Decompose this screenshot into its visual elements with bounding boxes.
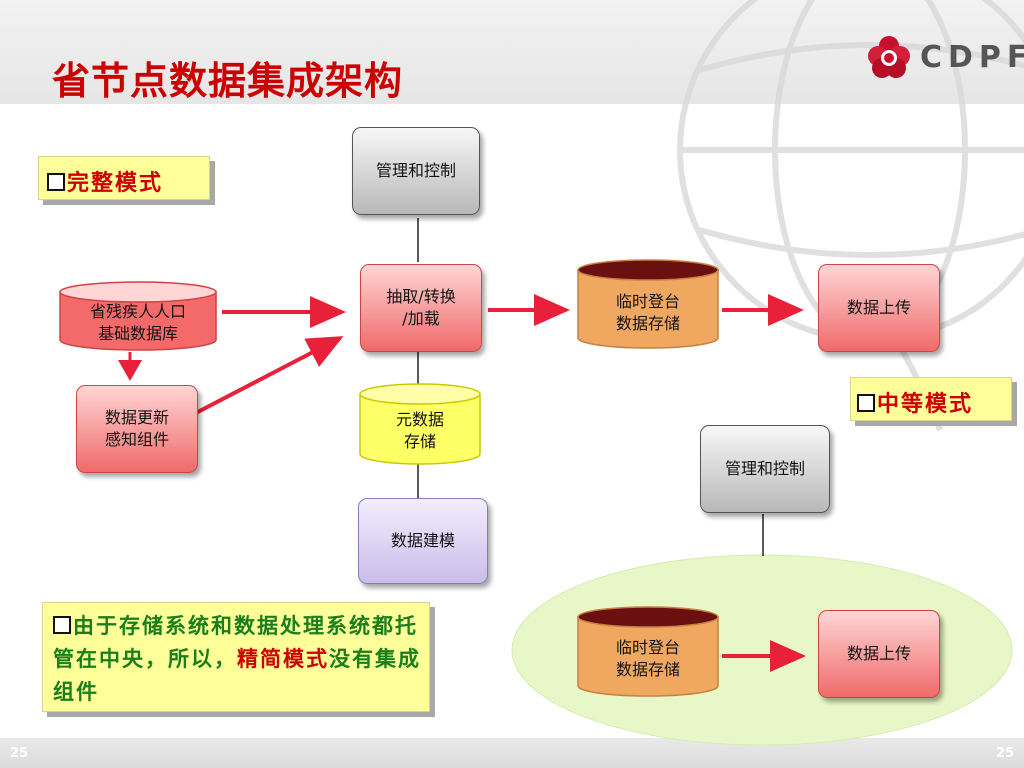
header-band [0, 0, 1024, 104]
mid-mode-label: 中等模式 [850, 377, 1012, 421]
page-number-left: 25 [10, 746, 29, 761]
lite-note-highlight: 精简模式 [237, 646, 329, 671]
modeling-box: 数据建模 [358, 498, 488, 584]
lite-note-part1: 由于存储系统和数据处理系统都托管在中央，所以， [53, 613, 418, 671]
upload-label-top: 数据上传 [846, 298, 911, 317]
mgmt-control-box-mid: 管理和控制 [700, 425, 830, 513]
etl-label: 抽取/转换 /加载 [386, 287, 456, 328]
mgmt-control-label-mid: 管理和控制 [724, 459, 805, 478]
upload-box-top: 数据上传 [818, 264, 940, 352]
checkbox-square-icon [857, 394, 875, 412]
checkbox-square-icon [53, 616, 71, 634]
source-db-label: 省残疾人人口 基础数据库 [89, 302, 186, 343]
full-mode-label: 完整模式 [38, 156, 210, 200]
cdpf-flower-icon [868, 36, 910, 78]
mgmt-control-box-top: 管理和控制 [352, 127, 480, 215]
upload-label-mid: 数据上传 [846, 644, 911, 663]
mgmt-control-label-top: 管理和控制 [375, 161, 456, 180]
staging-mid-label: 临时登台 数据存储 [615, 638, 680, 679]
upload-box-mid: 数据上传 [818, 610, 940, 698]
staging-top-cylinder [577, 259, 719, 349]
staging-top-label: 临时登台 数据存储 [615, 292, 680, 333]
footer-band [0, 738, 1024, 768]
checkbox-square-icon [47, 173, 65, 191]
lite-note-part2: 没有集成组件 [53, 646, 421, 704]
page-number-right: 25 [996, 746, 1015, 761]
logo-text: CDPF [920, 40, 1024, 75]
change-sensor-box: 数据更新 感知组件 [76, 385, 198, 473]
modeling-label: 数据建模 [390, 531, 455, 550]
staging-mid-cylinder [577, 606, 719, 697]
etl-box: 抽取/转换 /加载 [360, 264, 482, 352]
arrow-sensor-etl [189, 336, 344, 418]
metadata-cylinder [359, 383, 481, 465]
page-title: 省节点数据集成架构 [52, 59, 404, 103]
change-sensor-label: 数据更新 感知组件 [104, 408, 169, 449]
source-db-cylinder [59, 281, 217, 351]
mid-mode-text: 中等模式 [877, 391, 974, 417]
full-mode-text: 完整模式 [67, 170, 164, 196]
lite-mode-note: 由于存储系统和数据处理系统都托管在中央，所以，精简模式没有集成组件 [42, 602, 430, 712]
metadata-label: 元数据 存储 [395, 410, 444, 451]
